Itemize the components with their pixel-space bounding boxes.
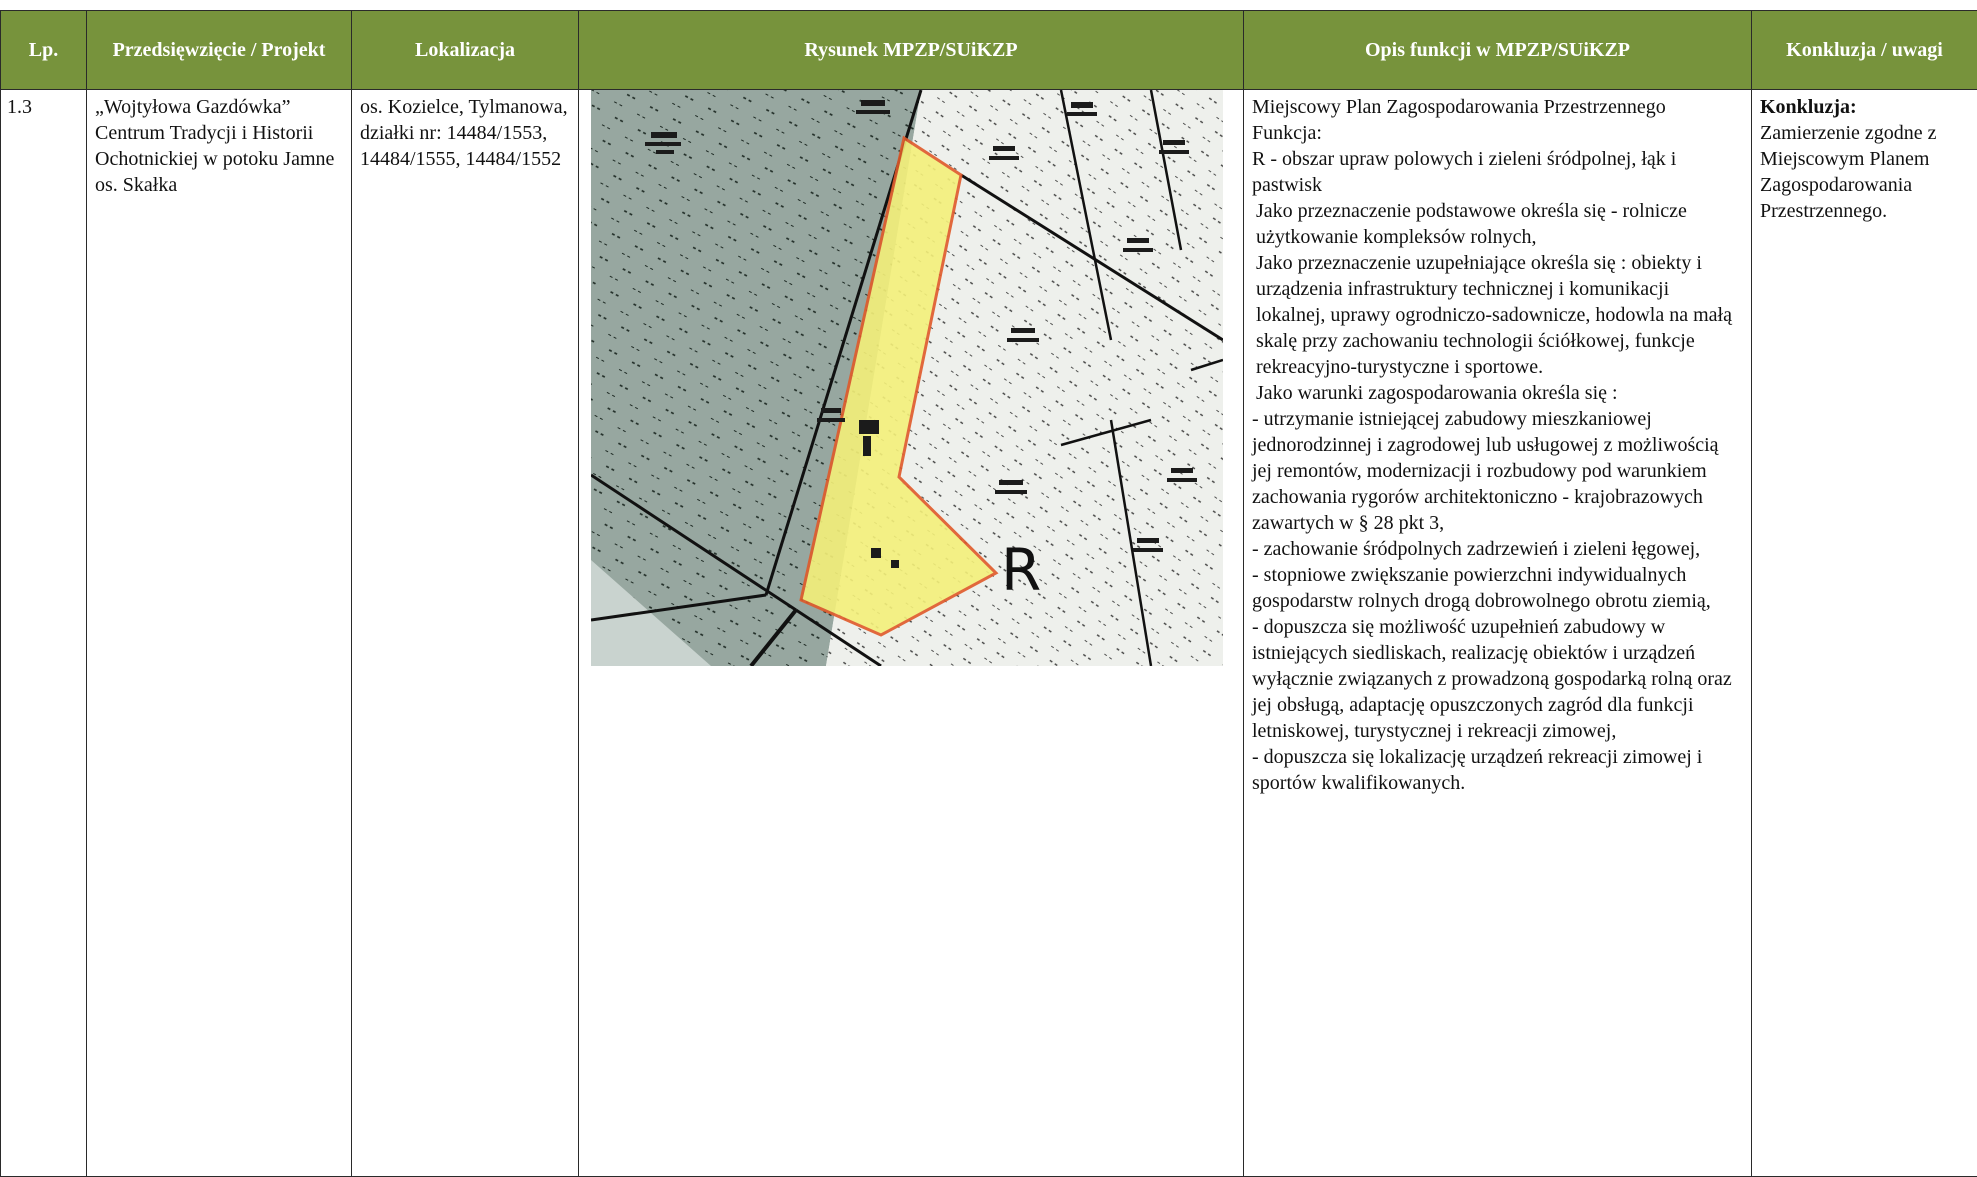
cell-conclusion: Konkluzja: Zamierzenie zgodne z Miejscow…: [1752, 90, 1977, 1177]
mpzp-map-image: R: [591, 90, 1223, 666]
description-line: Funkcja:: [1252, 120, 1743, 146]
description-line: Jako warunki zagospodarowania określa si…: [1252, 380, 1743, 406]
conclusion-line: Miejscowym Planem: [1760, 146, 1969, 172]
header-drawing: Rysunek MPZP/SUiKZP: [579, 11, 1244, 90]
document-table-wrapper: Lp. Przedsięwzięcie / Projekt Lokalizacj…: [0, 10, 1977, 1177]
description-line: Miejscowy Plan Zagospodarowania Przestrz…: [1252, 94, 1743, 120]
cell-description: Miejscowy Plan Zagospodarowania Przestrz…: [1244, 90, 1752, 1177]
header-location: Lokalizacja: [352, 11, 579, 90]
description-line: - zachowanie śródpolnych zadrzewień i zi…: [1252, 536, 1743, 562]
cell-drawing: R: [579, 90, 1244, 1177]
map-zone-label: R: [1001, 536, 1041, 604]
header-lp: Lp.: [1, 11, 87, 90]
header-project: Przedsięwzięcie / Projekt: [87, 11, 352, 90]
header-conclusion: Konkluzja / uwagi: [1752, 11, 1977, 90]
header-description: Opis funkcji w MPZP/SUiKZP: [1244, 11, 1752, 90]
conclusion-line: Zagospodarowania: [1760, 172, 1969, 198]
description-line: Jako przeznaczenie uzupełniające określa…: [1252, 250, 1743, 380]
map-illustration: R: [591, 90, 1223, 666]
description-line: - dopuszcza się możliwość uzupełnień zab…: [1252, 614, 1743, 744]
conclusion-line: Przestrzennego.: [1760, 198, 1969, 224]
description-line: - dopuszcza się lokalizację urządzeń rek…: [1252, 744, 1743, 796]
description-line: - stopniowe zwiększanie powierzchni indy…: [1252, 562, 1743, 614]
description-line: - utrzymanie istniejącej zabudowy mieszk…: [1252, 406, 1743, 536]
planning-table: Lp. Przedsięwzięcie / Projekt Lokalizacj…: [0, 10, 1977, 1177]
table-header-row: Lp. Przedsięwzięcie / Projekt Lokalizacj…: [1, 11, 1977, 90]
conclusion-label: Konkluzja:: [1760, 94, 1969, 120]
description-line: R - obszar upraw polowych i zieleni śród…: [1252, 146, 1743, 198]
cell-lp: 1.3: [1, 90, 87, 1177]
table-row: 1.3 „Wojtyłowa Gazdówka” Centrum Tradycj…: [1, 90, 1977, 1177]
description-line: Jako przeznaczenie podstawowe określa si…: [1252, 198, 1743, 250]
conclusion-line: Zamierzenie zgodne z: [1760, 120, 1969, 146]
cell-location: os. Kozielce, Tylmanowa, działki nr: 144…: [352, 90, 579, 1177]
cell-project: „Wojtyłowa Gazdówka” Centrum Tradycji i …: [87, 90, 352, 1177]
